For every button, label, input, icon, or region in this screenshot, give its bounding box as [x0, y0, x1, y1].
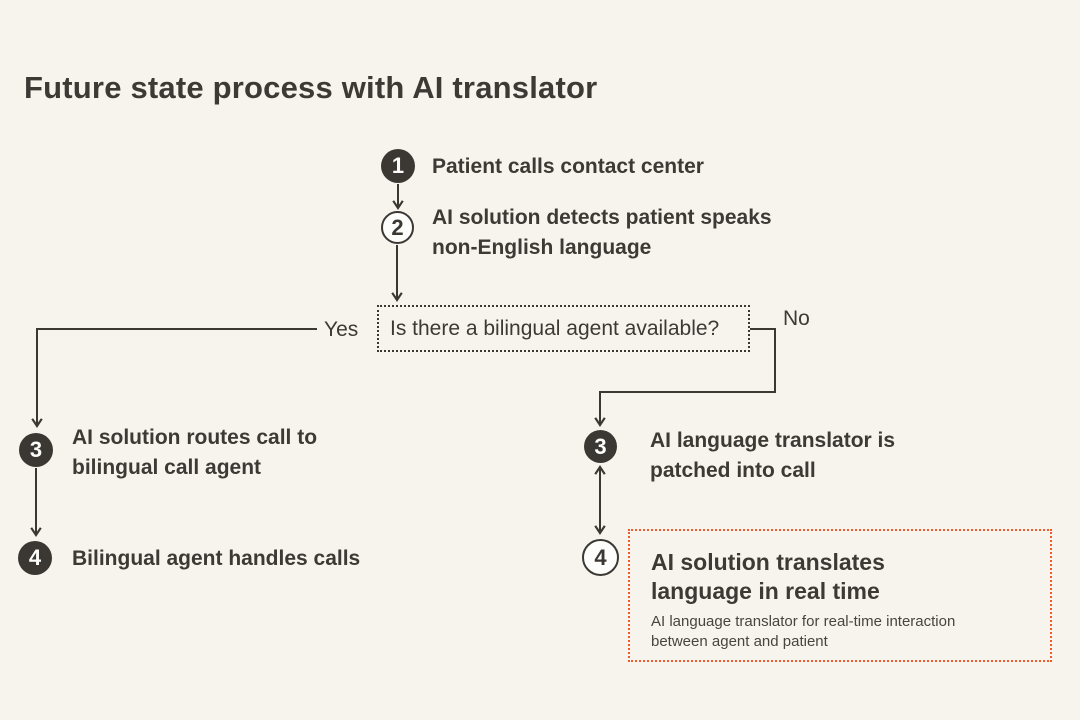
arrow-yes-branch: [31, 328, 317, 428]
no-step4-number: 4: [594, 544, 607, 570]
no-step3-label-line1: AI language translator is: [650, 429, 896, 452]
no-label: No: [783, 307, 810, 330]
yes-step4-number: 4: [28, 545, 42, 570]
yes-step3-label: AI solution routes call to bilingual cal…: [72, 423, 317, 483]
no-step4-note-line1: AI language translator for real-time int…: [651, 613, 956, 630]
page-title: Future state process with AI translator: [24, 70, 598, 105]
yes-step3-badge: 3: [19, 433, 53, 467]
no-step4-heading-line1: AI solution translates: [651, 549, 885, 575]
yes-step4-label: Bilingual agent handles calls: [72, 547, 361, 570]
step1-number: 1: [391, 153, 405, 178]
step1-badge: 1: [381, 149, 415, 183]
step2-label-line1: AI solution detects patient speaks: [432, 206, 772, 229]
step2-number: 2: [391, 214, 404, 240]
yes-step3-label-line2: bilingual call agent: [72, 456, 262, 479]
no-step4-heading-line2: language in real time: [651, 578, 880, 604]
step2-label-line2: non-English language: [432, 236, 652, 259]
no-step3-label-line2: patched into call: [650, 459, 816, 482]
yes-label: Yes: [324, 318, 359, 341]
step1-label: Patient calls contact center: [432, 155, 704, 178]
yes-step4-badge: 4: [18, 541, 52, 575]
yes-step3-number: 3: [29, 437, 43, 462]
no-step4-heading: AI solution translates language in real …: [651, 548, 1040, 606]
step2-badge: 2: [381, 211, 414, 244]
no-step3-label: AI language translator is patched into c…: [650, 426, 895, 486]
step2-label: AI solution detects patient speaks non-E…: [432, 203, 772, 263]
decision-box: Is there a bilingual agent available?: [377, 305, 750, 352]
no-step3-badge: 3: [584, 430, 617, 463]
no-step4-note-line2: between agent and patient: [651, 633, 828, 650]
no-step3-number: 3: [594, 433, 607, 459]
yes-step3-label-line1: AI solution routes call to: [72, 426, 318, 449]
no-step4-result-box: AI solution translates language in real …: [628, 529, 1052, 662]
decision-question: Is there a bilingual agent available?: [390, 316, 720, 340]
no-step4-note: AI language translator for real-time int…: [651, 612, 1040, 652]
arrow-no-branch: [594, 328, 776, 427]
no-step4-badge: 4: [582, 539, 619, 576]
